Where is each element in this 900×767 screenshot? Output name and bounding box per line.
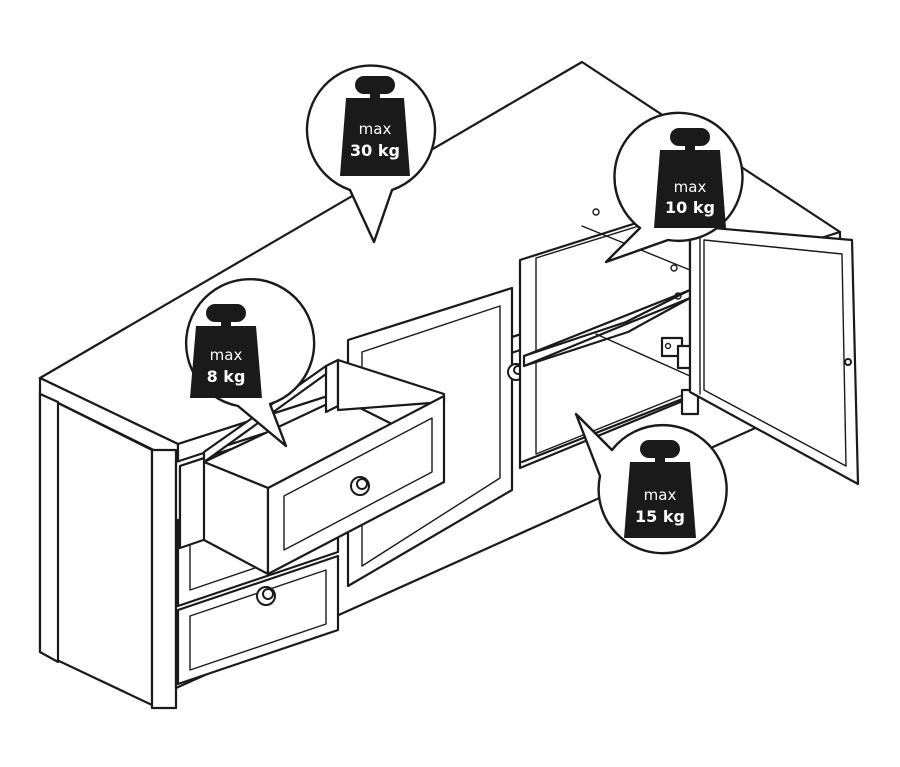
weight-value-label: 15 kg — [635, 507, 685, 526]
weight-icon — [654, 128, 726, 228]
drawer-knob — [262, 588, 274, 600]
door-knob — [844, 358, 852, 366]
callout-top: max 30 kg — [305, 64, 437, 244]
weight-value-label: 30 kg — [350, 141, 400, 160]
right-door-open — [688, 224, 860, 486]
callout-lower-shelf: max 15 kg — [574, 412, 728, 555]
lower-drawer-2 — [176, 554, 340, 686]
weight-icon — [624, 440, 696, 538]
hinge-icon — [660, 336, 694, 370]
callout-upper-shelf: max 10 kg — [604, 111, 744, 264]
drawer-knob — [356, 478, 368, 490]
weight-max-label: max — [674, 178, 707, 196]
weight-value-label: 10 kg — [665, 198, 715, 217]
leg-back-left — [38, 392, 60, 664]
weight-icon — [340, 76, 410, 176]
leg-front-left — [150, 448, 178, 710]
weight-max-label: max — [210, 346, 243, 364]
callout-drawer: max 8 kg — [184, 278, 316, 448]
weight-icon — [190, 304, 262, 398]
weight-max-label: max — [644, 486, 677, 504]
weight-value-label: 8 kg — [207, 367, 246, 386]
weight-max-label: max — [359, 120, 392, 138]
